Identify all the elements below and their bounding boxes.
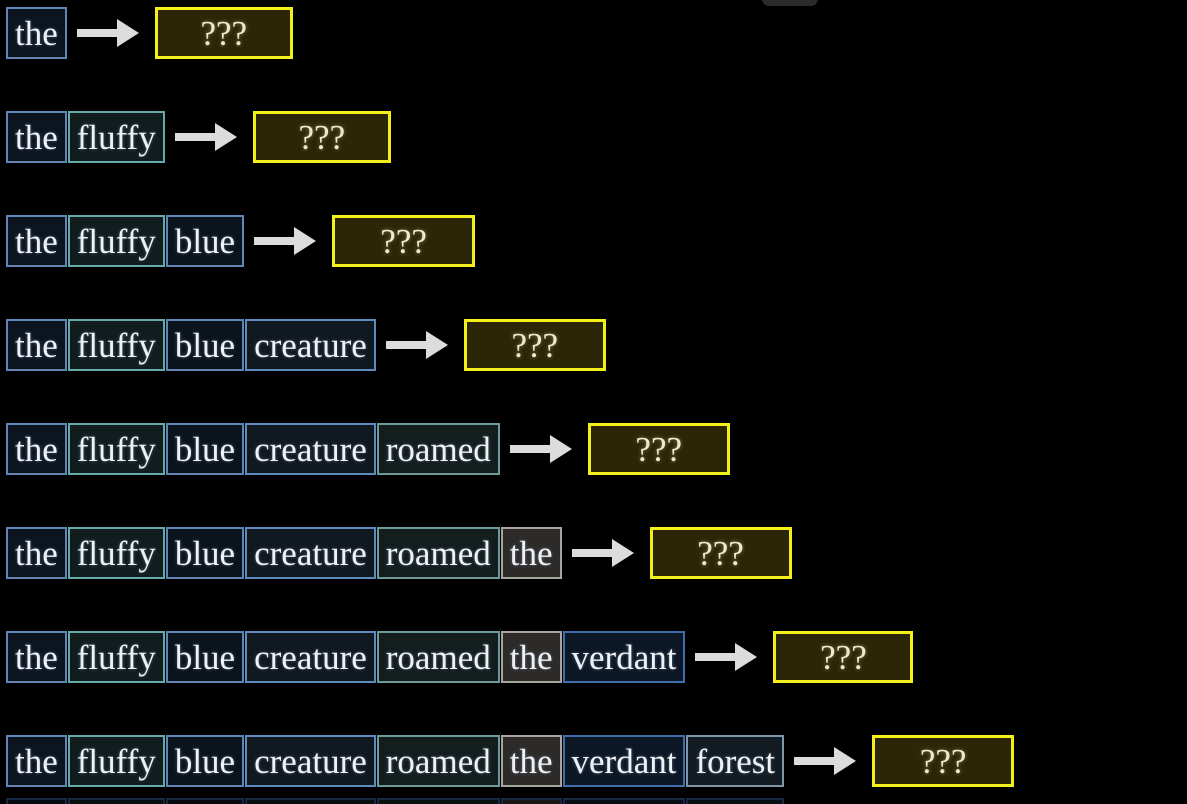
token-the[interactable]: the (6, 798, 67, 804)
prediction-box[interactable]: ??? (587, 423, 730, 475)
token-blue[interactable]: blue (165, 319, 245, 371)
token-roamed[interactable]: roamed (376, 423, 500, 475)
next-row-peek: thefluffybluecreatureroamedtheverdantfor… (6, 798, 785, 804)
token-blue[interactable]: blue (165, 735, 245, 787)
arrow-shaft (254, 237, 301, 245)
token-blue[interactable]: blue (165, 423, 245, 475)
arrow-shaft (174, 133, 221, 141)
token-verdant[interactable]: verdant (562, 631, 686, 683)
arrow-right-icon (174, 111, 241, 163)
token-the[interactable]: the (6, 319, 67, 371)
token-roamed[interactable]: roamed (376, 798, 500, 804)
arrow-right-icon (794, 735, 860, 787)
token-blue[interactable]: blue (165, 215, 245, 267)
token-the[interactable]: the (6, 631, 67, 683)
arrow-right-icon (76, 7, 143, 59)
top-notch-decoration (762, 0, 818, 6)
token-fluffy[interactable]: fluffy (67, 111, 165, 163)
token-roamed[interactable]: roamed (376, 735, 500, 787)
arrow-shaft (509, 445, 556, 453)
token-roamed[interactable]: roamed (376, 527, 500, 579)
token-forest[interactable]: forest (686, 735, 785, 787)
arrow-right-icon (254, 215, 320, 267)
token-fluffy[interactable]: fluffy (67, 215, 165, 267)
arrow-head (294, 227, 317, 255)
token-creature[interactable]: creature (245, 527, 376, 579)
arrow-head (214, 123, 237, 151)
token-the[interactable]: the (6, 215, 67, 267)
token-blue[interactable]: blue (165, 527, 245, 579)
arrow-head (735, 643, 758, 671)
token-roamed[interactable]: roamed (376, 631, 500, 683)
token-the[interactable]: the (6, 527, 67, 579)
token-verdant[interactable]: verdant (562, 735, 686, 787)
token-fluffy[interactable]: fluffy (67, 319, 165, 371)
token-fluffy[interactable]: fluffy (67, 423, 165, 475)
prediction-box[interactable]: ??? (332, 215, 476, 267)
prediction-box[interactable]: ??? (773, 631, 914, 683)
prediction-box[interactable]: ??? (154, 7, 293, 59)
arrow-right-icon (385, 319, 452, 371)
token-fluffy[interactable]: fluffy (67, 631, 165, 683)
arrow-right-icon (695, 631, 761, 683)
arrow-head (611, 539, 634, 567)
arrow-head (549, 435, 572, 463)
token-verdant[interactable]: verdant (562, 798, 686, 804)
arrow-shaft (571, 549, 618, 557)
token-fluffy[interactable]: fluffy (67, 735, 165, 787)
prediction-box[interactable]: ??? (463, 319, 606, 371)
arrow-head (425, 331, 448, 359)
token-blue[interactable]: blue (165, 631, 245, 683)
prediction-box[interactable]: ??? (252, 111, 391, 163)
token-creature[interactable]: creature (245, 319, 376, 371)
token-creature[interactable]: creature (245, 423, 376, 475)
token-the[interactable]: the (500, 798, 562, 804)
token-the[interactable]: the (6, 735, 67, 787)
token-fluffy[interactable]: fluffy (67, 527, 165, 579)
token-the[interactable]: the (500, 527, 562, 579)
token-creature[interactable]: creature (245, 735, 376, 787)
token-fluffy[interactable]: fluffy (67, 798, 165, 804)
token-the[interactable]: the (6, 7, 67, 59)
prediction-box[interactable]: ??? (872, 735, 1015, 787)
token-forest[interactable]: forest (686, 798, 785, 804)
arrow-shaft (695, 653, 742, 661)
arrow-shaft (76, 29, 123, 37)
token-creature[interactable]: creature (245, 798, 376, 804)
token-the[interactable]: the (500, 631, 562, 683)
arrow-right-icon (509, 423, 576, 475)
sequence-row: the??? (6, 7, 1014, 59)
token-the[interactable]: the (500, 735, 562, 787)
arrow-head (116, 19, 139, 47)
arrow-right-icon (571, 527, 638, 579)
token-creature[interactable]: creature (245, 631, 376, 683)
arrow-shaft (794, 757, 841, 765)
prediction-box[interactable]: ??? (649, 527, 792, 579)
arrow-shaft (385, 341, 432, 349)
token-the[interactable]: the (6, 423, 67, 475)
token-blue[interactable]: blue (165, 798, 245, 804)
arrow-head (834, 747, 857, 775)
token-the[interactable]: the (6, 111, 67, 163)
